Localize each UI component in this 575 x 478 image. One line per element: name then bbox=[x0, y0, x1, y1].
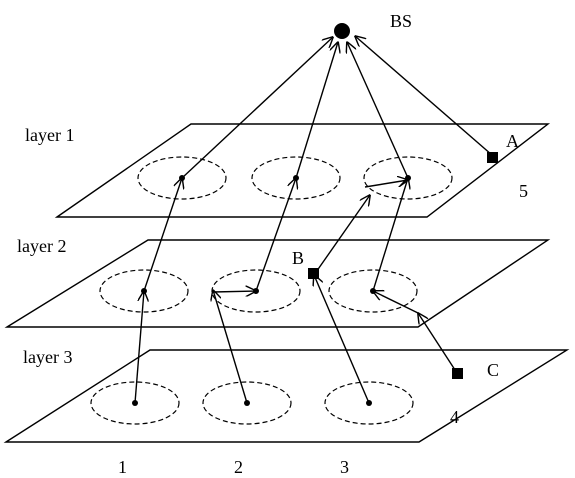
sensor-dot bbox=[293, 175, 299, 181]
cell-l1-2 bbox=[251, 156, 341, 200]
link-l2-2-to-l1-2 bbox=[255, 178, 296, 292]
link-l2-3-to-l1-3 bbox=[372, 178, 408, 292]
link-intra-l1 bbox=[364, 180, 408, 188]
sensor-dot bbox=[244, 400, 250, 406]
cell-l2-3 bbox=[328, 269, 418, 313]
link-node-c-to-l2-3 bbox=[418, 313, 458, 374]
layer-3-corner-number: 4 bbox=[450, 407, 459, 427]
link-l1-1-to-bs bbox=[181, 37, 333, 179]
node-c-label: C bbox=[487, 360, 499, 380]
cell-l2-1 bbox=[99, 269, 189, 313]
link-l2-3-entry bbox=[373, 291, 419, 314]
cell-l3-3 bbox=[324, 381, 414, 425]
layer-2-plane bbox=[4, 239, 551, 328]
base-station-label: BS bbox=[390, 11, 412, 31]
layer-1-label: layer 1 bbox=[25, 125, 74, 145]
link-l2-1-to-l1-1 bbox=[143, 178, 182, 292]
node-b-square bbox=[308, 268, 319, 279]
layer-2-label: layer 2 bbox=[17, 236, 66, 256]
column-number-3: 3 bbox=[340, 457, 349, 477]
cell-l1-1 bbox=[137, 156, 227, 200]
sensor-dot bbox=[132, 400, 138, 406]
layer-1-plane bbox=[54, 123, 551, 218]
sensor-dot bbox=[253, 288, 259, 294]
sensor-dot bbox=[141, 288, 147, 294]
node-c-square bbox=[452, 368, 463, 379]
sensor-dot bbox=[405, 175, 411, 181]
base-station-icon bbox=[334, 23, 350, 39]
link-node-a-to-bs bbox=[355, 36, 493, 156]
link-node-b-to-l1-3 bbox=[313, 195, 370, 276]
link-intra-l2 bbox=[212, 291, 256, 292]
column-number-1: 1 bbox=[118, 457, 127, 477]
node-a-square bbox=[487, 152, 498, 163]
link-l3-3-to-node-b bbox=[314, 275, 370, 404]
column-number-2: 2 bbox=[234, 457, 243, 477]
layer-1-corner-number: 5 bbox=[519, 181, 528, 201]
sensor-dot bbox=[179, 175, 185, 181]
cell-l1-3 bbox=[363, 156, 453, 200]
node-b-label: B bbox=[292, 248, 304, 268]
cell-l3-1 bbox=[90, 381, 180, 425]
sensor-dot bbox=[366, 400, 372, 406]
link-l1-2-to-bs bbox=[295, 42, 338, 179]
layer-3-plane bbox=[3, 349, 570, 443]
node-a-label: A bbox=[506, 131, 519, 151]
cell-l3-2 bbox=[202, 381, 292, 425]
sensor-dot bbox=[370, 288, 376, 294]
link-l3-2-to-l2-2 bbox=[213, 290, 248, 404]
link-l3-1-to-l2-1 bbox=[134, 291, 144, 404]
layer-3-label: layer 3 bbox=[23, 347, 72, 367]
link-l1-3-to-bs bbox=[347, 42, 409, 179]
